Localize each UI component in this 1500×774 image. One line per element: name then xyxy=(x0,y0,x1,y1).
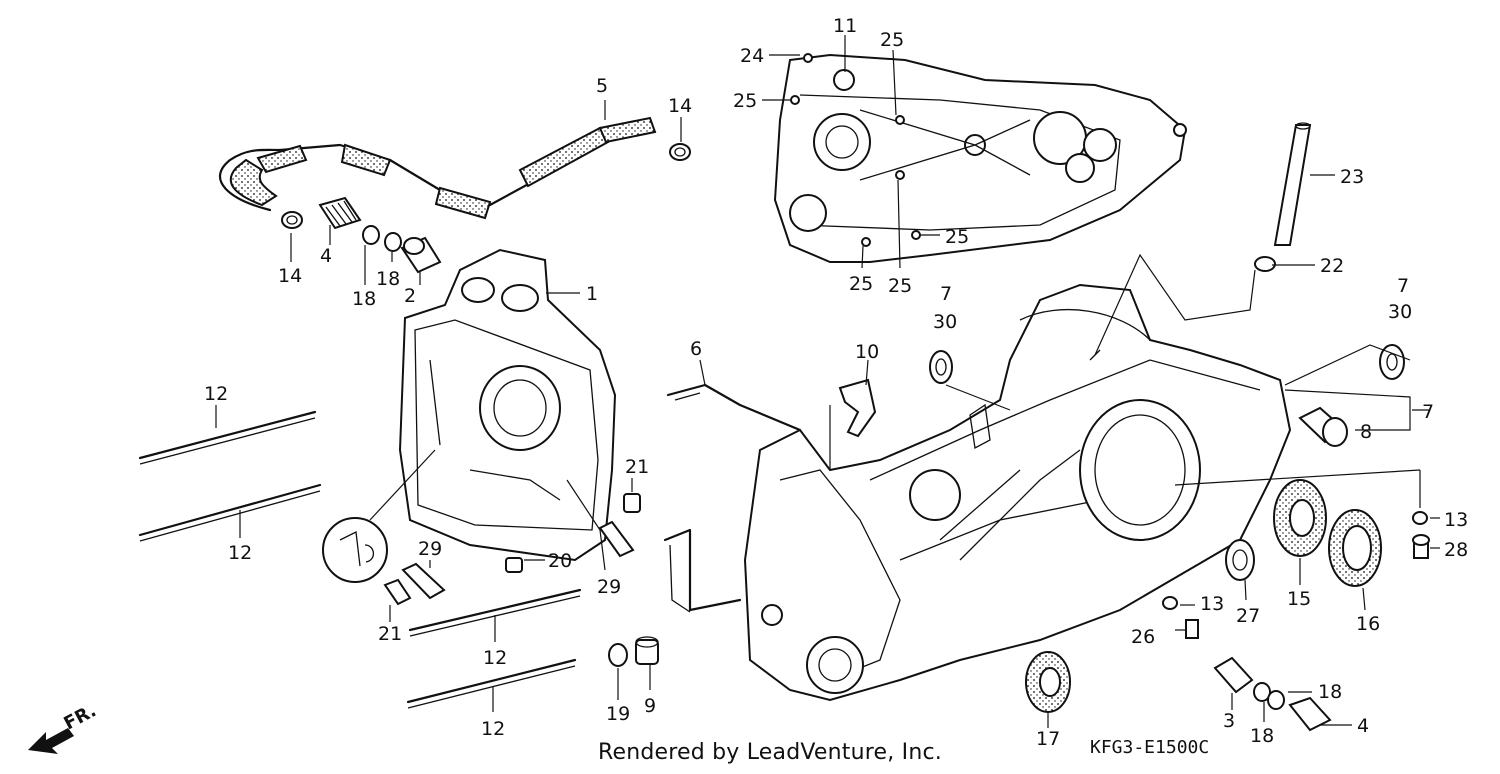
dowel-9 xyxy=(635,636,659,665)
pin-20 xyxy=(505,557,523,573)
hose-23 xyxy=(1273,122,1312,246)
dowel-21-upper xyxy=(623,493,641,513)
washer-18-right-2 xyxy=(1267,690,1285,710)
gasket xyxy=(663,383,817,613)
callout-26: 26 xyxy=(1131,626,1155,648)
callout-25-a: 25 xyxy=(880,29,904,51)
detail-circle xyxy=(322,449,436,583)
callout-30-left: 30 xyxy=(933,311,957,333)
callout-18-right-b: 18 xyxy=(1250,725,1274,747)
callout-13-lower: 13 xyxy=(1200,593,1224,615)
seal-30-left xyxy=(929,350,953,384)
callout-8: 8 xyxy=(1360,421,1372,443)
breather-hose xyxy=(218,116,657,220)
clip-22 xyxy=(1254,256,1276,272)
callout-4-right: 4 xyxy=(1357,715,1369,737)
callout-17: 17 xyxy=(1036,728,1060,750)
right-crankcase xyxy=(743,283,1292,702)
callout-7-upper-right: 7 xyxy=(1397,275,1409,297)
bracket-10 xyxy=(838,378,877,438)
callout-2: 2 xyxy=(404,285,416,307)
callout-6: 6 xyxy=(690,338,702,360)
callout-25-c: 25 xyxy=(945,226,969,248)
callout-12-b: 12 xyxy=(228,542,252,564)
dowel-3 xyxy=(1213,656,1254,694)
seal-30-right xyxy=(1379,344,1405,380)
bearing-17 xyxy=(1025,651,1071,713)
callout-12-a: 12 xyxy=(204,383,228,405)
washer-19 xyxy=(608,643,628,667)
callout-3: 3 xyxy=(1223,710,1235,732)
bolt-28 xyxy=(1412,534,1430,559)
bushing-8 xyxy=(1298,406,1348,447)
callout-25-e: 25 xyxy=(888,275,912,297)
footer-credit: Rendered by LeadVenture, Inc. xyxy=(598,740,942,765)
callout-13-upper: 13 xyxy=(1444,509,1468,531)
washer-left-1 xyxy=(362,225,380,245)
callout-19: 19 xyxy=(606,703,630,725)
bearing-15 xyxy=(1273,479,1327,557)
callout-29-upper: 29 xyxy=(418,538,442,560)
callout-18-right-a: 18 xyxy=(1318,681,1342,703)
washer-18-right-1 xyxy=(1253,682,1271,702)
callout-9: 9 xyxy=(644,695,656,717)
seal-16 xyxy=(1328,509,1382,587)
callout-1: 1 xyxy=(586,283,598,305)
callout-24: 24 xyxy=(740,45,764,67)
callout-23: 23 xyxy=(1340,166,1364,188)
front-direction-indicator: FR. xyxy=(24,690,124,760)
dowel-21-lower xyxy=(383,578,412,606)
left-crankcase xyxy=(398,248,617,562)
callout-25-b: 25 xyxy=(733,90,757,112)
callout-7-mid-right: 7 xyxy=(1422,401,1434,423)
bolt-left xyxy=(318,196,362,230)
dowel-2 xyxy=(400,236,442,274)
callout-16: 16 xyxy=(1356,613,1380,635)
callout-11: 11 xyxy=(833,15,857,37)
callout-25-d: 25 xyxy=(849,273,873,295)
leader-lines xyxy=(215,35,1440,728)
crankcase-cover xyxy=(773,53,1187,263)
washer-13-upper xyxy=(1412,511,1428,525)
callout-14-right: 14 xyxy=(668,95,692,117)
callout-28: 28 xyxy=(1444,539,1468,561)
callout-4-left: 4 xyxy=(320,245,332,267)
callout-22: 22 xyxy=(1320,255,1344,277)
washer-13-lower xyxy=(1162,596,1178,610)
callout-21-lower: 21 xyxy=(378,623,402,645)
callout-18-left-b: 18 xyxy=(352,288,376,310)
dowel-29-upper xyxy=(598,520,635,558)
callout-30-right: 30 xyxy=(1388,301,1412,323)
callout-14-left: 14 xyxy=(278,265,302,287)
washer-left-2 xyxy=(384,232,402,252)
hose-clamp-right xyxy=(669,143,691,161)
front-arrow-icon: FR. xyxy=(28,700,100,754)
callout-21-upper: 21 xyxy=(625,456,649,478)
callout-10: 10 xyxy=(855,341,879,363)
diagram-code: KFG3-E1500C xyxy=(1090,737,1210,758)
bearing-27 xyxy=(1225,539,1255,581)
bolt-4-right xyxy=(1288,696,1332,732)
hose-clamp-left xyxy=(281,211,303,229)
callout-20: 20 xyxy=(548,550,572,572)
callout-12-c: 12 xyxy=(483,647,507,669)
dowel-29-lower xyxy=(401,562,446,600)
callout-29-lower: 29 xyxy=(597,576,621,598)
callout-18-left-a: 18 xyxy=(376,268,400,290)
callout-7-upper-left: 7 xyxy=(940,283,952,305)
callout-labels: 1 2 3 4 4 5 6 7 7 7 8 9 10 11 12 12 12 1… xyxy=(204,15,1468,750)
callout-15: 15 xyxy=(1287,588,1311,610)
callout-12-d: 12 xyxy=(481,718,505,740)
callout-27: 27 xyxy=(1236,605,1260,627)
bolt-26 xyxy=(1185,619,1199,639)
callout-5: 5 xyxy=(596,75,608,97)
